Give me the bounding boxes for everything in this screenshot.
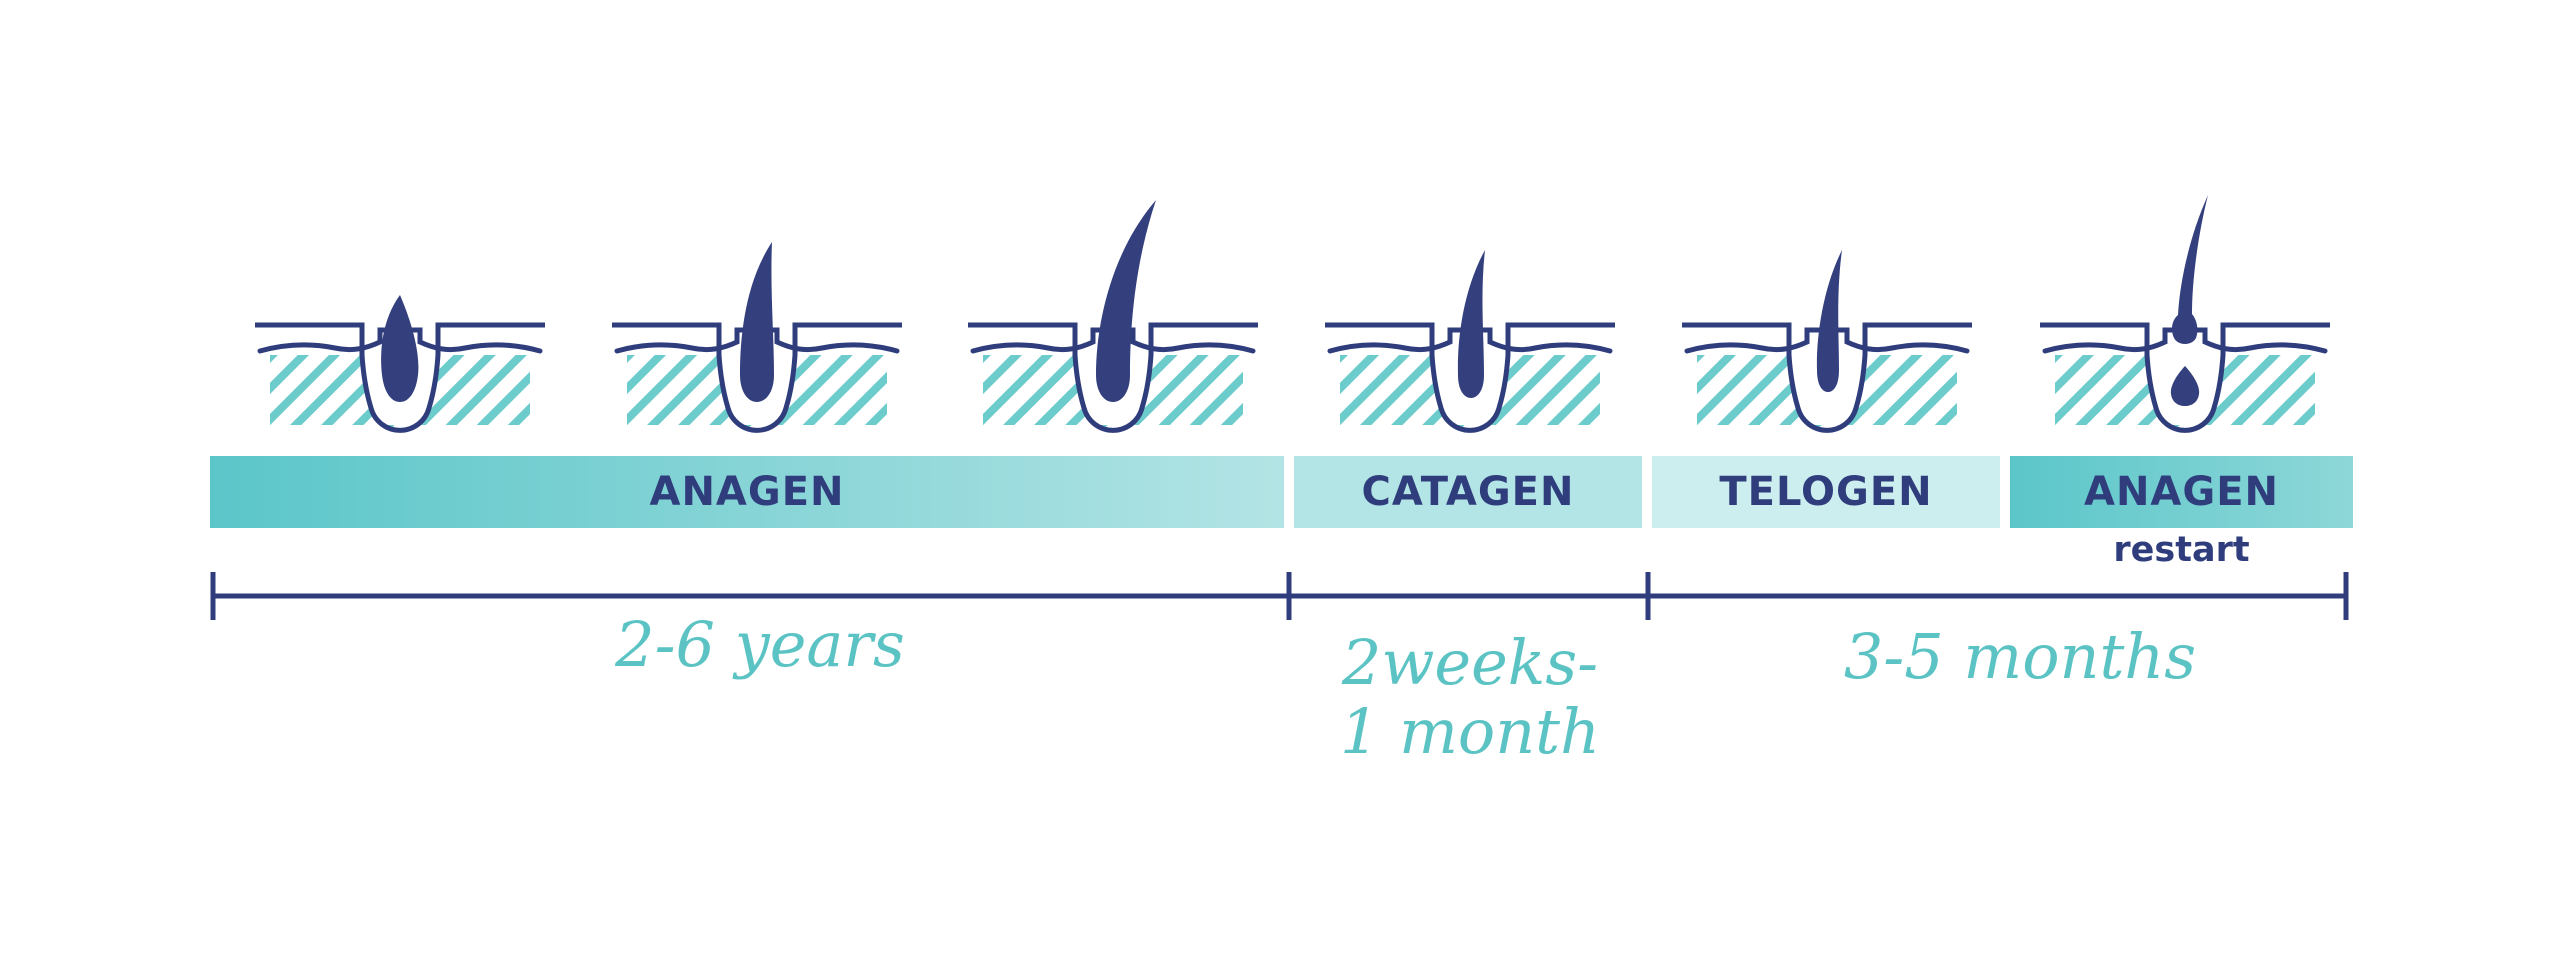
phase-anagen: ANAGEN	[210, 456, 1284, 528]
follicle-restart-hair-icon	[2040, 195, 2330, 433]
follicle-telogen-hair-icon	[1682, 250, 1972, 433]
phase-catagen: CATAGEN	[1294, 456, 1642, 528]
duration-catagen-text: 2weeks- 1 month	[1339, 626, 1601, 769]
timeline	[210, 572, 2349, 620]
follicle-medium-hair-icon	[612, 242, 902, 433]
phase-anagen-restart: ANAGEN	[2010, 456, 2353, 528]
phase-telogen-label: TELOGEN	[1719, 469, 1933, 515]
phase-anagen-label: ANAGEN	[649, 469, 845, 515]
phase-catagen-label: CATAGEN	[1361, 469, 1575, 515]
follicle-small-hair-icon	[255, 295, 545, 433]
follicle-catagen-hair-icon	[1325, 250, 1615, 433]
duration-anagen: 2-6 years	[615, 608, 905, 681]
phase-restart-sublabel: restart	[2113, 530, 2250, 570]
phase-telogen: TELOGEN	[1652, 456, 2000, 528]
follicle-long-hair-icon	[968, 200, 1258, 433]
duration-telogen: 3-5 months	[1843, 620, 2197, 693]
duration-catagen: 2weeks- 1 month	[1290, 628, 1650, 767]
phase-anagen-restart-label: ANAGEN	[2083, 469, 2280, 515]
